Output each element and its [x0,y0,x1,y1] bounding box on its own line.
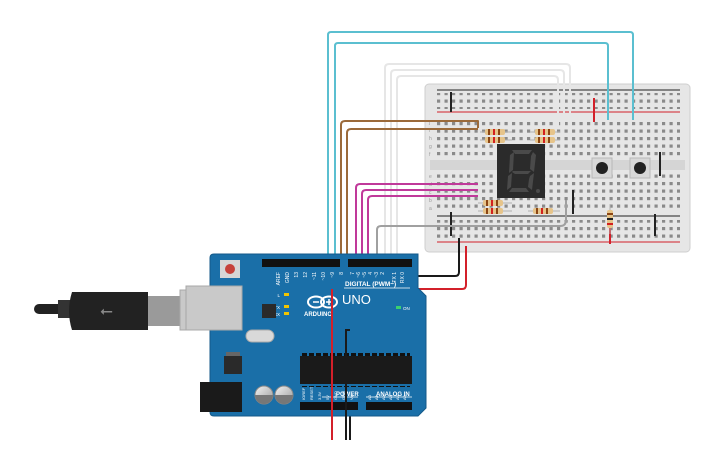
resistor-5[interactable] [478,200,512,206]
wire-magenta-2[interactable] [361,189,478,260]
row-letter-g: g [429,144,432,150]
power-pin-gnd-2: GND [341,391,346,400]
analog-pin-a0: A0 [367,394,372,400]
wire-magenta-3[interactable] [367,195,478,260]
wire-white-2[interactable] [390,69,565,260]
power-pin-5v: 5V [325,395,330,400]
pin-label-rx: RX 0 [400,272,406,283]
digital-header-label: DIGITAL (PWM~) [345,281,396,288]
analog-pin-a1: A1 [374,394,379,400]
wire-white-3[interactable] [396,75,559,260]
resistor-3[interactable] [530,129,560,135]
led-l [284,293,289,296]
push-button-1[interactable] [591,157,613,179]
segment-g [512,171,531,174]
row-letter-h: h [429,136,432,142]
led-l-label: L [277,293,280,298]
row-letter-a: a [429,206,432,212]
power-pin-reset: RESET [309,386,314,400]
led-rx [284,312,289,315]
led-rx-label: RX [274,312,280,317]
crystal [245,329,275,343]
wire-gray[interactable] [376,200,567,260]
row-letter-f: f [429,152,431,158]
row-letter-c: c [429,190,432,196]
led-on-label: ON [403,306,410,311]
reset-button-cap [225,264,235,274]
pin-label-2: 2 [380,272,386,275]
center-channel [430,160,685,170]
pin-label-8: 8 [339,272,345,275]
pin-label-4: 4 [368,272,374,275]
wire-cyan-inner[interactable] [334,42,609,260]
pin-label-5: ~5 [362,272,368,278]
model-label: UNO [342,292,371,307]
led-on [396,306,401,309]
resistor-7[interactable] [528,208,560,214]
pin-label-12: 12 [303,272,309,278]
bottom-terminal-block [437,172,680,212]
usb-plug-body [69,292,148,330]
arduino-uno-board[interactable]: AREF GND 13 12 ~11 ~10 ~9 8 7 ~6 ~5 4 ~3… [185,253,427,417]
resistor-4[interactable] [530,137,560,143]
pin-label-9: ~9 [330,272,336,278]
usb-b-connector [185,285,243,331]
analog-pin-a3: A3 [388,394,393,400]
wire-cyan-outer[interactable] [327,31,634,260]
power-pin-ioref: IOREF [301,387,306,400]
atmega-chip [300,356,412,384]
bottom-power-rail [437,220,680,238]
resistor-2[interactable] [480,137,512,143]
usb-plug-metal [148,296,180,326]
usb-icon: ⭠ [100,301,113,320]
wire-black-gnd[interactable] [408,238,460,277]
segment-f [509,152,514,173]
resistor-6[interactable] [478,208,512,214]
seven-segment-display[interactable] [497,144,545,198]
pin-label-10: ~10 [321,272,327,281]
segment-c [528,173,534,190]
segment-b [530,152,536,172]
pin-label-aref: AREF [276,272,282,285]
pin-label-7: 7 [350,272,356,275]
led-tx-label: TX [274,305,280,310]
segment-e [507,173,512,190]
row-letter-b: b [429,198,432,204]
power-pin-gnd-1: GND [333,391,338,400]
led-tx [284,305,289,308]
wire-white-1[interactable] [384,63,571,260]
analog-pin-a2: A2 [381,394,386,400]
pin-label-3: ~3 [374,272,380,278]
segment-dp [536,189,540,193]
pin-label-tx: TX 1 [392,272,398,283]
power-jack [200,382,242,412]
segment-d [509,188,529,192]
resistor-8[interactable] [607,205,613,234]
push-button-2[interactable] [629,157,651,179]
power-pin-vin: Vin [349,394,354,400]
analog-header-label: ANALOG IN [376,392,410,398]
analog-pin-a4: A4 [395,394,400,400]
pin-label-13: 13 [294,272,300,278]
pin-label-gnd: GND [285,272,291,284]
pin-label-11: ~11 [312,272,318,280]
wire-magenta-1[interactable] [355,183,478,260]
power-header-label: POWER [336,392,359,398]
voltage-regulator [224,356,242,374]
analog-pin-a5: A5 [402,394,407,400]
resistor-1[interactable] [480,129,512,135]
row-letter-e: e [429,174,432,180]
usb-cable-end [34,304,64,314]
row-letter-i: i [429,128,430,134]
row-letter-j: j [428,120,430,126]
brand-label: ARDUINO [304,312,332,318]
segment-a [512,150,532,154]
arduino-logo-icon [307,295,338,309]
pin-label-6: ~6 [356,272,362,278]
wire-brown-2[interactable] [346,128,478,260]
wire-brown-1[interactable] [340,120,479,260]
usb-chip [262,304,276,318]
power-pin-3v3: 3.3V [317,391,322,400]
